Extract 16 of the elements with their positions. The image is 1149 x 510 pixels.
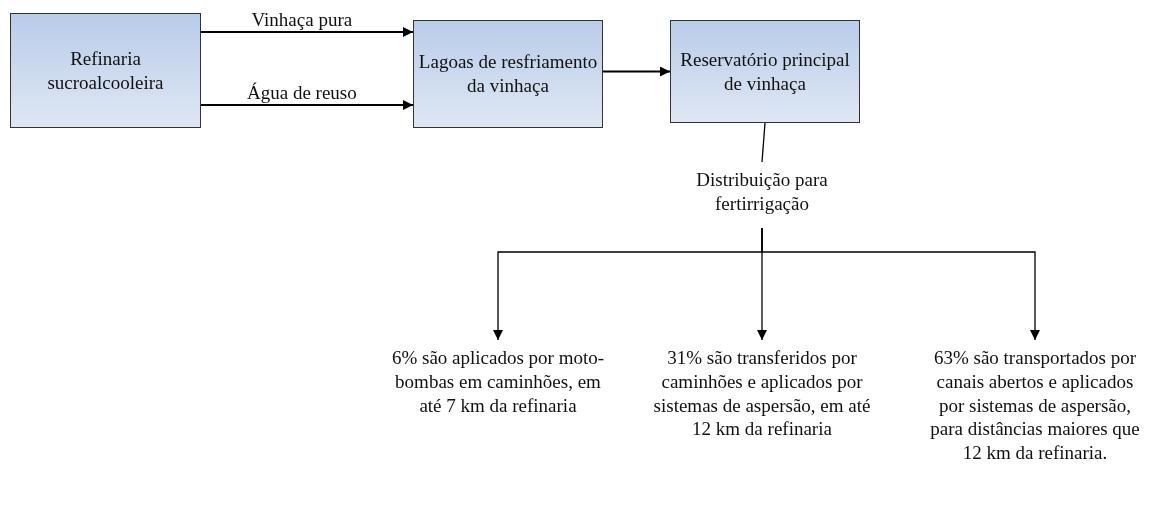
process-box xyxy=(670,20,860,123)
arrow xyxy=(761,227,1040,341)
arrow xyxy=(200,100,414,110)
box-text: Refinaria sucroalcooleira xyxy=(46,46,165,95)
process-box xyxy=(413,20,603,128)
description-text: 6% são aplicados por moto-bombas em caminhões, em até 7 km da refinaria xyxy=(388,346,608,446)
edge-label: Vinhaça pura xyxy=(249,10,355,31)
arrow xyxy=(602,66,671,77)
process-box xyxy=(10,13,201,128)
box-text: Lagoas de resfriamento da vinhaça xyxy=(418,50,598,98)
description-text: 63% são transportados por canais abertos e aplicados por sistemas de aspersão, para distâncias maiores que 12 km da refinaria. xyxy=(922,346,1148,510)
arrow xyxy=(200,27,414,37)
description-text: Distribuição para fertirrigação xyxy=(652,168,872,218)
edge-label: Água de reuso xyxy=(245,83,359,104)
description-text: 31% são transferidos por caminhões e aplicados por sistemas de aspersão, em até 12 km da refinaria xyxy=(652,346,872,476)
box-text: Reservatório principal de vinhaça xyxy=(679,47,851,96)
